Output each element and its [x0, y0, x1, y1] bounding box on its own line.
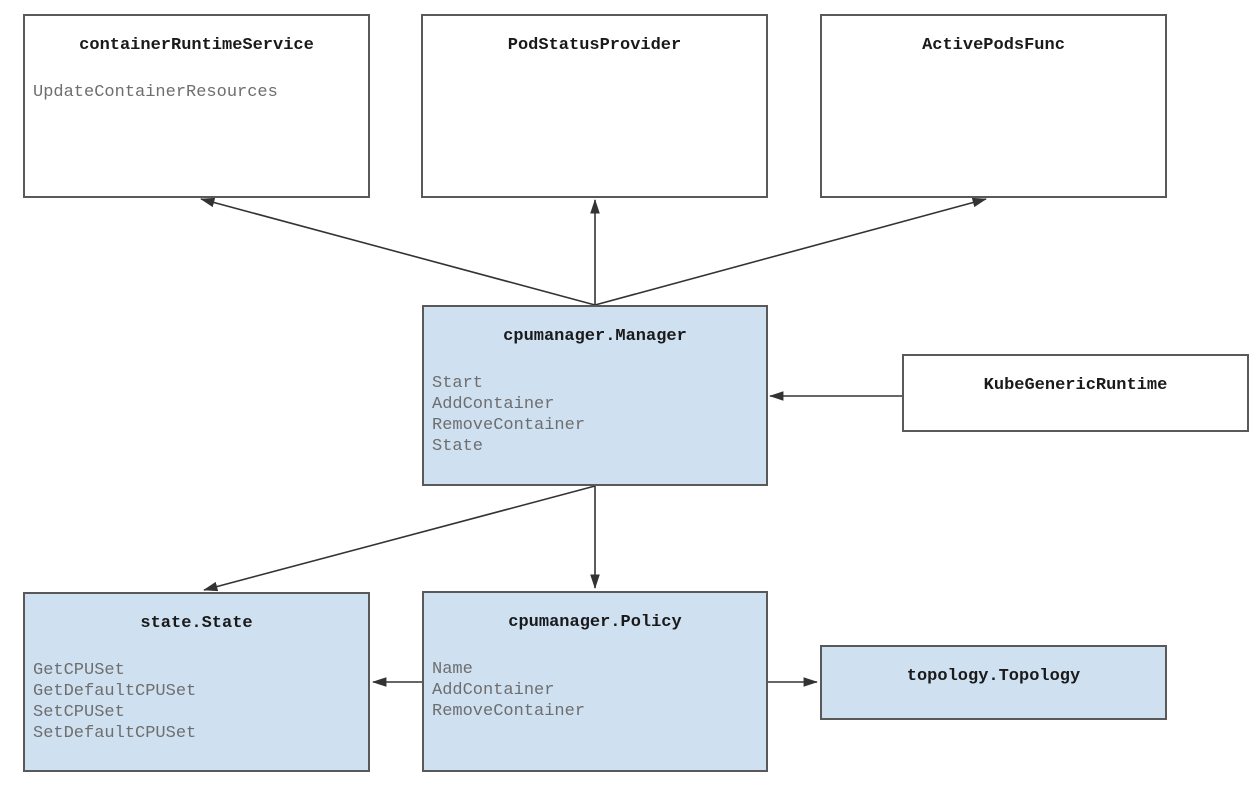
- class-member: GetDefaultCPUSet: [33, 682, 197, 701]
- class-title-cpumanagerPolicy: cpumanager.Policy: [508, 613, 682, 632]
- class-member: Name: [432, 660, 473, 679]
- class-title-PodStatusProvider: PodStatusProvider: [507, 36, 682, 55]
- class-member: RemoveContainer: [432, 702, 586, 721]
- uml-class-box-KubeGenericRuntime[interactable]: KubeGenericRuntime: [902, 354, 1249, 432]
- class-member: SetDefaultCPUSet: [33, 724, 197, 743]
- class-member: AddContainer: [432, 395, 555, 414]
- class-title-stateState: state.State: [140, 614, 253, 633]
- class-title-containerRuntimeService: containerRuntimeService: [79, 36, 314, 55]
- class-member: AddContainer: [432, 681, 555, 700]
- class-member: SetCPUSet: [33, 703, 125, 722]
- class-members-containerRuntimeService: UpdateContainerResources: [33, 82, 278, 103]
- class-member: RemoveContainer: [432, 416, 586, 435]
- class-title-topologyTopology: topology.Topology: [906, 667, 1081, 686]
- class-member: GetCPUSet: [33, 661, 125, 680]
- edge-manager-to-containerRuntimeService: [200, 197, 596, 306]
- edge-manager-to-activePodsFunc: [594, 197, 987, 306]
- class-title-KubeGenericRuntime: KubeGenericRuntime: [983, 376, 1168, 395]
- uml-class-box-PodStatusProvider[interactable]: PodStatusProvider: [421, 14, 768, 198]
- uml-class-box-ActivePodsFunc[interactable]: ActivePodsFunc: [820, 14, 1167, 198]
- class-title-cpumanagerManager: cpumanager.Manager: [503, 327, 687, 346]
- class-member: Start: [432, 374, 484, 393]
- uml-class-box-topologyTopology[interactable]: topology.Topology: [820, 645, 1167, 720]
- edge-manager-to-stateState: [203, 485, 596, 592]
- class-member: UpdateContainerResources: [33, 83, 278, 102]
- class-member: State: [432, 437, 484, 456]
- class-title-ActivePodsFunc: ActivePodsFunc: [922, 36, 1065, 55]
